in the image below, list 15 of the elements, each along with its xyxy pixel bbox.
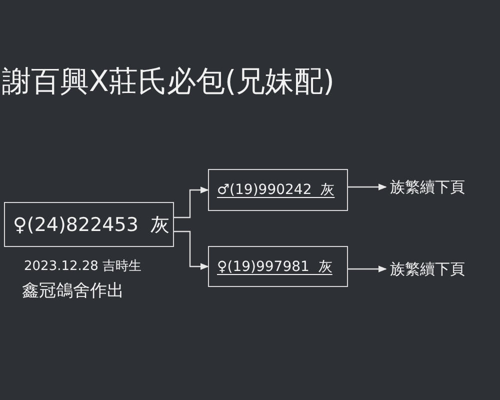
note-text: 族繁續下頁 xyxy=(390,257,486,281)
ring-number-text: ♀(24)822453 灰 xyxy=(13,212,170,238)
arrow xyxy=(174,230,209,270)
arrow xyxy=(348,184,387,190)
breeder-text: 鑫冠鴿舍作出 xyxy=(22,280,124,302)
arrow xyxy=(174,186,209,218)
pedigree-box xyxy=(208,246,348,287)
ring-number-text: ♂(19)990242 灰 xyxy=(217,181,335,199)
pedigree-box xyxy=(208,169,348,211)
arrow xyxy=(348,266,387,272)
hatch-date-text: 2023.12.28 吉時生 xyxy=(24,258,142,275)
title: 謝百興X莊氏必包(兄妹配) xyxy=(2,63,334,100)
ring-number-text: ♀(19)997981 灰 xyxy=(217,258,332,276)
pedigree-box xyxy=(4,202,174,247)
note-text: 族繁續下頁 xyxy=(390,175,486,199)
